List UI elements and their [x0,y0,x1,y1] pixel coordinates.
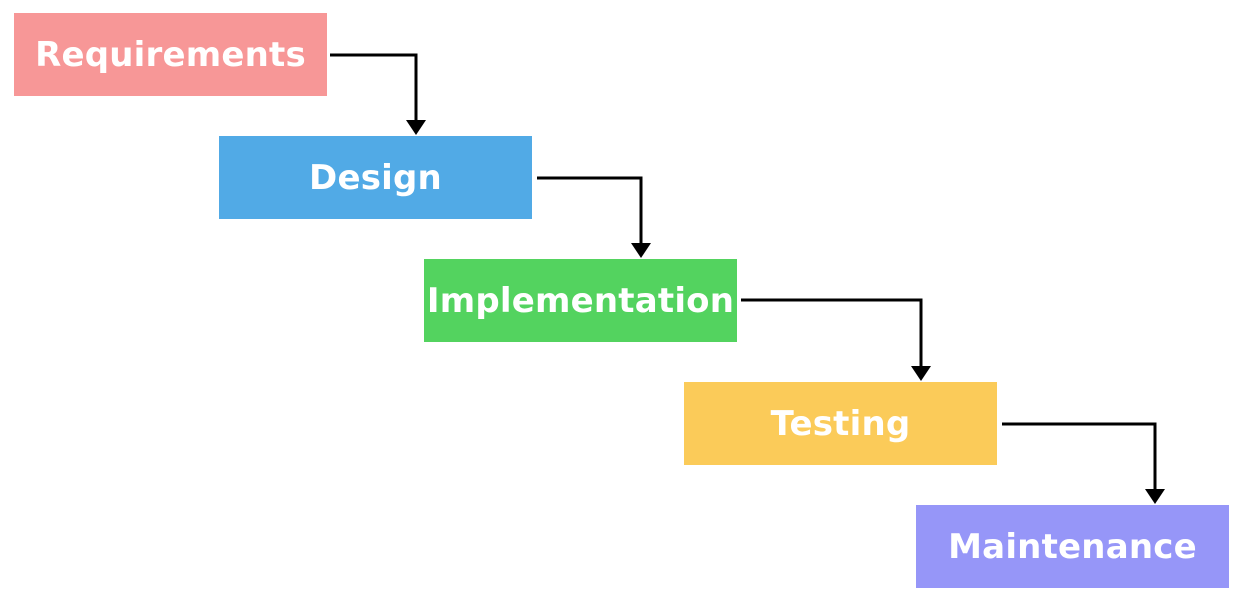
connector-implementation-to-testing [741,298,923,370]
arrowhead-maintenance [1145,489,1165,504]
connector-requirements-to-design [330,53,418,124]
arrowhead-design [406,120,426,135]
phase-label: Testing [770,403,911,444]
phase-label: Design [309,157,442,198]
phase-testing: Testing [684,382,997,465]
phase-maintenance: Maintenance [916,505,1229,588]
connector-testing-to-maintenance [1002,422,1157,493]
connector-design-to-implementation [537,176,643,247]
phase-requirements: Requirements [14,13,327,96]
phase-label: Implementation [426,280,735,321]
phase-implementation: Implementation [424,259,737,342]
phase-label: Maintenance [948,526,1197,567]
arrowhead-testing [911,366,931,381]
phase-design: Design [219,136,532,219]
arrowhead-implementation [631,243,651,258]
phase-label: Requirements [35,34,306,75]
